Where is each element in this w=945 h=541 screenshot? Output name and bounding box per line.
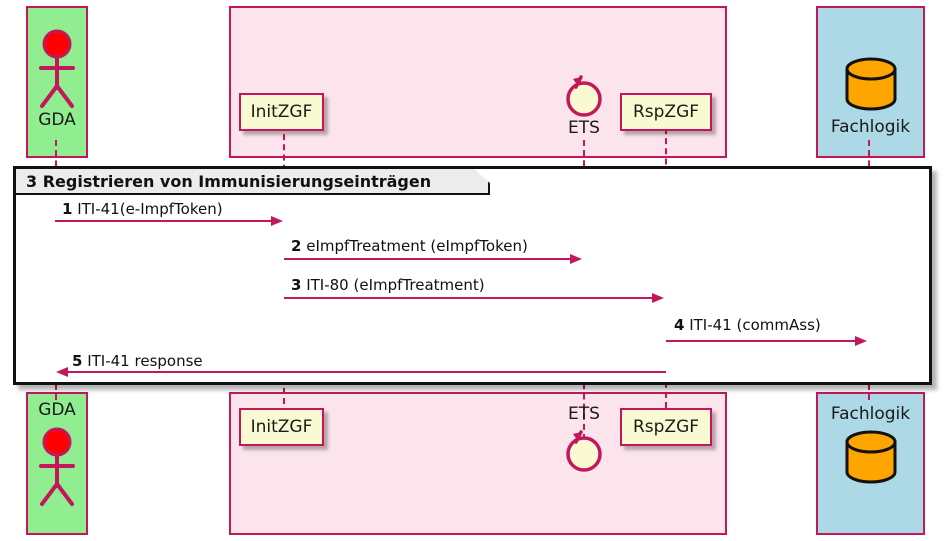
participant-label-gda-top: GDA bbox=[38, 110, 76, 130]
message-number-4: 4 bbox=[674, 316, 685, 334]
message-label-1: 1 ITI-41(e-ImpfToken) bbox=[62, 200, 223, 218]
participant-box-initzgf-top[interactable]: InitZGF bbox=[239, 93, 324, 131]
database-cylinder-icon-fachlogik-top bbox=[841, 55, 901, 115]
arrow-head-5 bbox=[56, 367, 68, 377]
participant-box-rspzgf-top[interactable]: RspZGF bbox=[620, 93, 712, 131]
message-arrow-5 bbox=[68, 371, 666, 373]
message-text-5: ITI-41 response bbox=[87, 352, 203, 370]
participant-label-ets-top: ETS bbox=[568, 118, 600, 138]
message-label-5: 5 ITI-41 response bbox=[72, 352, 203, 370]
message-arrow-2 bbox=[284, 258, 571, 260]
participant-label-gda-bottom: GDA bbox=[38, 400, 76, 420]
participant-group-system bbox=[229, 6, 727, 158]
message-number-5: 5 bbox=[72, 352, 83, 370]
message-text-3: ITI-80 (eImpfTreatment) bbox=[306, 276, 485, 294]
message-text-1: ITI-41(e-ImpfToken) bbox=[77, 200, 223, 218]
arrow-head-4 bbox=[855, 336, 867, 346]
combined-fragment-frame bbox=[13, 166, 932, 385]
message-number-1: 1 bbox=[62, 200, 73, 218]
control-circle-icon-ets-top bbox=[564, 73, 604, 118]
message-label-2: 2 eImpfTreatment (eImpfToken) bbox=[291, 237, 528, 255]
arrow-head-1 bbox=[271, 216, 283, 226]
message-number-3: 3 bbox=[291, 276, 302, 294]
control-circle-icon-ets-bottom bbox=[564, 428, 604, 473]
message-arrow-3 bbox=[284, 297, 653, 299]
message-number-2: 2 bbox=[291, 237, 302, 255]
participant-label-ets-bottom: ETS bbox=[568, 404, 600, 424]
message-label-4: 4 ITI-41 (commAss) bbox=[674, 316, 821, 334]
database-cylinder-icon-fachlogik-bottom bbox=[841, 428, 901, 488]
participant-label-fachlogik-bottom: Fachlogik bbox=[830, 404, 911, 424]
participant-box-initzgf-bottom[interactable]: InitZGF bbox=[239, 408, 324, 446]
arrow-head-3 bbox=[652, 293, 664, 303]
message-arrow-1 bbox=[55, 220, 273, 222]
message-label-3: 3 ITI-80 (eImpfTreatment) bbox=[291, 276, 485, 294]
participant-box-rspzgf-bottom[interactable]: RspZGF bbox=[620, 408, 712, 446]
message-arrow-4 bbox=[666, 340, 856, 342]
arrow-head-2 bbox=[570, 254, 582, 264]
participant-label-fachlogik-top: Fachlogik bbox=[830, 117, 911, 137]
message-text-4: ITI-41 (commAss) bbox=[689, 316, 821, 334]
fragment-title-tab: 3 Registrieren von Immunisierungseinträg… bbox=[16, 169, 490, 195]
actor-stickfigure-icon-gda-top bbox=[30, 26, 84, 108]
actor-stickfigure-icon-gda-bottom bbox=[30, 424, 84, 506]
message-text-2: eImpfTreatment (eImpfToken) bbox=[306, 237, 528, 255]
